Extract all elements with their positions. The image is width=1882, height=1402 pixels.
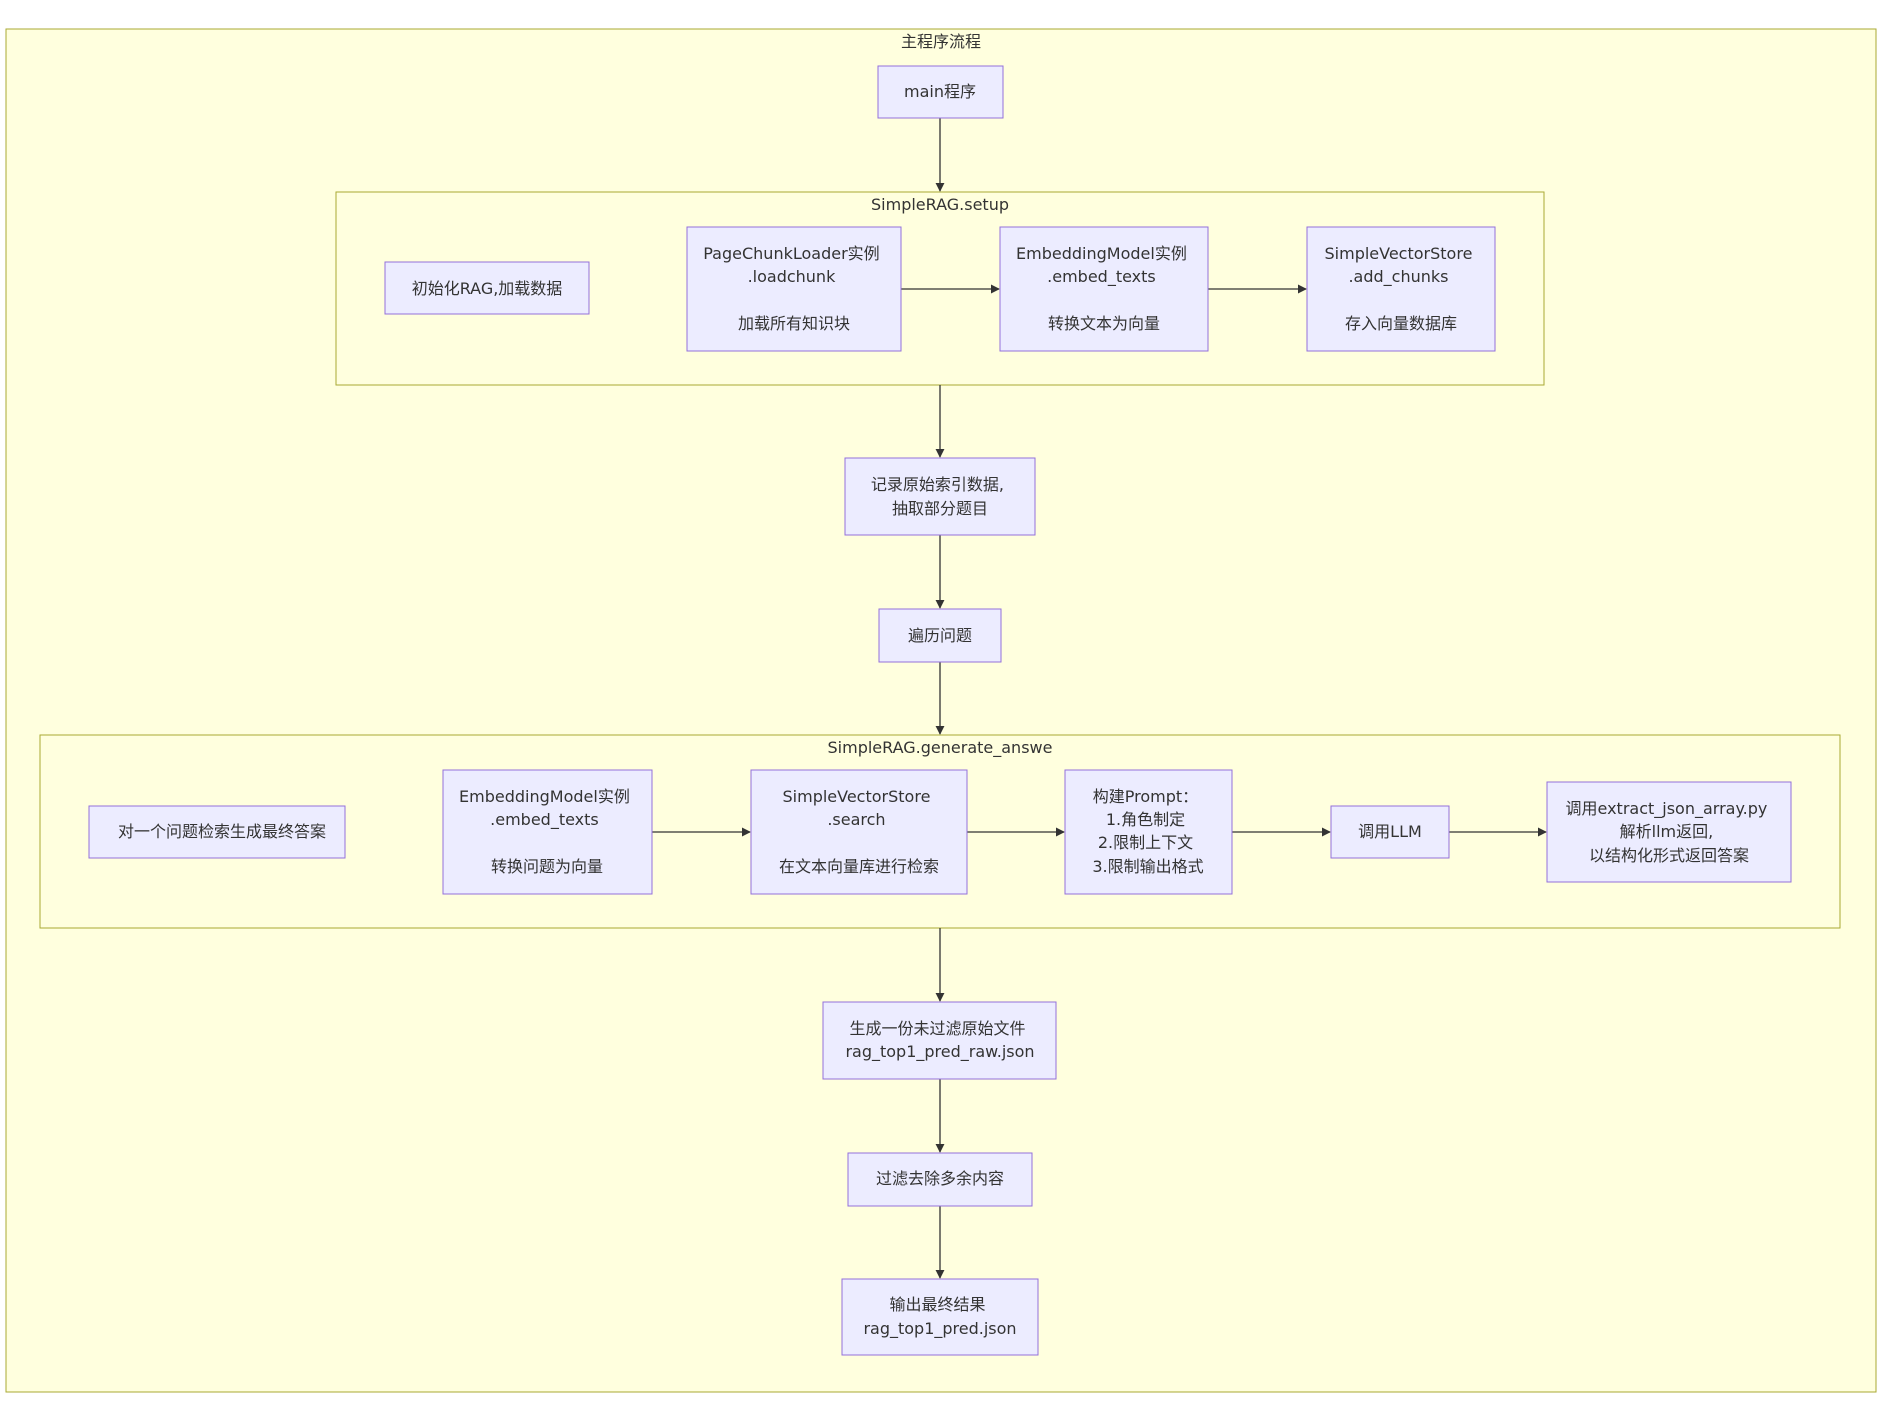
- node-embedding-texts-line-4: 转换文本为向量: [1048, 314, 1160, 333]
- node-vector-store-add-line-1: SimpleVectorStore: [1325, 244, 1473, 263]
- node-build-prompt-line-1: 构建Prompt：: [1093, 787, 1198, 806]
- node-single-question-box: [88, 805, 346, 859]
- node-main-box: [877, 65, 1004, 119]
- svg-text:SimpleVectorStore .add_c: SimpleVectorStore .add_chunks 存入向量数据库: [1325, 244, 1478, 333]
- node-filter: 过滤去除多余内容: [847, 1152, 1033, 1207]
- main-flow-cluster-title: 主程序流程: [901, 32, 981, 51]
- node-extract-json-box: [1546, 781, 1792, 883]
- node-vector-search-box: [750, 769, 968, 895]
- node-embedding-question-box: [442, 769, 653, 895]
- svg-text:过滤去除多余内容: 过滤去除多余内容: [876, 1169, 1004, 1188]
- node-filter-box: [847, 1152, 1033, 1207]
- node-record-index: 记录原始索引数据, 抽取部分题目: [844, 457, 1036, 536]
- node-call-llm: 调用LLM: [1330, 805, 1450, 859]
- svg-text:遍历问题: 遍历问题: [908, 626, 972, 645]
- svg-text:SimpleVectorStore .searc: SimpleVectorStore .search 在文本向量库进行检索: [779, 787, 939, 876]
- node-iterate: 遍历问题: [878, 608, 1002, 663]
- node-page-chunk-loader: PageChunkLoader实例 .loadchunk 加载所有知识块: [686, 226, 902, 352]
- generate-answer-subgraph-title: SimpleRAG.generate_answe: [828, 738, 1053, 758]
- node-extract-json-line-1: 调用extract_json_array.py: [1566, 799, 1768, 819]
- node-build-prompt-box: [1064, 769, 1233, 895]
- node-embedding-question-line-2: .embed_texts: [490, 810, 599, 830]
- node-raw-file-line-1: 生成一份未过滤原始文件: [849, 1019, 1025, 1038]
- svg-text:EmbeddingModel实例 .embed_: EmbeddingModel实例 .embed_texts 转换问题为向量: [459, 787, 635, 876]
- node-main: main程序: [877, 65, 1004, 119]
- node-init-rag: 初始化RAG,加载数据: [384, 261, 590, 315]
- svg-text:输出最终结果 rag_top1_pred.jso: 输出最终结果 rag_top1_pred.json: [863, 1295, 1016, 1339]
- setup-subgraph-title: SimpleRAG.setup: [871, 195, 1009, 214]
- svg-text:构建Prompt： 1.角色制定 2: 构建Prompt： 1.角色制定 2.限制上下文 3.限制输出格式: [1092, 787, 1203, 876]
- svg-text:调用LLM: 调用LLM: [1358, 822, 1422, 841]
- node-vector-store-add-line-2: .add_chunks: [1348, 267, 1448, 287]
- svg-text:对一个问题检索生成最终答案: 对一个问题检索生成最终答案: [118, 822, 326, 841]
- svg-text:EmbeddingModel实例 .embed_: EmbeddingModel实例 .embed_texts 转换文本为向量: [1016, 244, 1192, 333]
- node-main-line: main程序: [904, 82, 976, 101]
- node-init-rag-line: 初始化RAG,加载数据: [412, 279, 563, 298]
- node-vector-store-add-line-4: 存入向量数据库: [1345, 314, 1457, 333]
- edges: [652, 118, 1547, 1279]
- node-extract-json-line-3: 以结构化形式返回答案: [1589, 846, 1749, 865]
- node-page-chunk-loader-line-2: .loadchunk: [748, 267, 837, 286]
- svg-text:调用extract_json_array.py: 调用extract_json_array.py 解析llm返回, 以结构化形式返…: [1566, 799, 1773, 865]
- node-iterate-box: [878, 608, 1002, 663]
- node-output: 输出最终结果 rag_top1_pred.json: [841, 1278, 1039, 1356]
- node-raw-file-line-2: rag_top1_pred_raw.json: [845, 1042, 1034, 1062]
- node-extract-json-line-2: 解析llm返回,: [1620, 822, 1714, 841]
- node-record-index-box: [844, 457, 1036, 536]
- node-page-chunk-loader-line-1: PageChunkLoader实例: [703, 244, 879, 263]
- node-single-question: 对一个问题检索生成最终答案: [88, 805, 346, 859]
- node-output-box: [841, 1278, 1039, 1356]
- node-vector-search-line-4: 在文本向量库进行检索: [779, 857, 939, 876]
- node-embedding-texts: EmbeddingModel实例 .embed_texts 转换文本为向量: [999, 226, 1209, 352]
- node-build-prompt-line-4: 3.限制输出格式: [1092, 857, 1203, 876]
- node-output-line-2: rag_top1_pred.json: [863, 1319, 1016, 1339]
- node-init-rag-box: [384, 261, 590, 315]
- svg-text:生成一份未过滤原始文件 rag_top1_pre: 生成一份未过滤原始文件 rag_top1_pred_raw.json: [845, 1019, 1034, 1062]
- node-record-index-line-2: 抽取部分题目: [892, 499, 988, 518]
- node-build-prompt: 构建Prompt： 1.角色制定 2.限制上下文 3.限制输出格式: [1064, 769, 1233, 895]
- node-record-index-line-1: 记录原始索引数据,: [871, 475, 1004, 494]
- node-embedding-question: EmbeddingModel实例 .embed_texts 转换问题为向量: [442, 769, 653, 895]
- node-vector-search: SimpleVectorStore .search 在文本向量库进行检索: [750, 769, 968, 895]
- node-extract-json: 调用extract_json_array.py 解析llm返回, 以结构化形式返…: [1546, 781, 1792, 883]
- node-raw-file-box: [822, 1001, 1057, 1080]
- node-embedding-question-line-1: EmbeddingModel实例: [459, 787, 630, 806]
- node-call-llm-box: [1330, 805, 1450, 859]
- node-build-prompt-line-3: 2.限制上下文: [1098, 833, 1193, 852]
- node-build-prompt-line-2: 1.角色制定: [1106, 810, 1185, 829]
- node-output-line-1: 输出最终结果: [889, 1295, 985, 1314]
- node-vector-search-line-1: SimpleVectorStore: [783, 787, 931, 806]
- node-vector-store-add-box: [1306, 226, 1496, 352]
- node-page-chunk-loader-box: [686, 226, 902, 352]
- node-embedding-texts-box: [999, 226, 1209, 352]
- node-single-question-line: 对一个问题检索生成最终答案: [118, 822, 326, 841]
- node-embedding-texts-line-1: EmbeddingModel实例: [1016, 244, 1187, 263]
- node-page-chunk-loader-line-4: 加载所有知识块: [738, 314, 850, 333]
- node-iterate-line: 遍历问题: [908, 626, 972, 645]
- node-vector-store-add: SimpleVectorStore .add_chunks 存入向量数据库: [1306, 226, 1496, 352]
- svg-text:PageChunkLoader实例 .loadc: PageChunkLoader实例 .loadchunk 加载所有知识块: [703, 244, 885, 333]
- svg-text:main程序: main程序: [904, 82, 976, 101]
- node-call-llm-line: 调用LLM: [1358, 822, 1422, 841]
- node-filter-line: 过滤去除多余内容: [876, 1169, 1004, 1188]
- svg-text:初始化RAG,加载数据: 初始化RAG,加载数据: [412, 279, 563, 298]
- node-embedding-texts-line-2: .embed_texts: [1047, 267, 1156, 287]
- node-embedding-question-line-4: 转换问题为向量: [491, 857, 603, 876]
- node-raw-file: 生成一份未过滤原始文件 rag_top1_pred_raw.json: [822, 1001, 1057, 1080]
- node-vector-search-line-2: .search: [827, 810, 885, 829]
- svg-text:记录原始索引数据, 抽取部分题目: 记录原始索引数据, 抽取部分题目: [871, 475, 1009, 518]
